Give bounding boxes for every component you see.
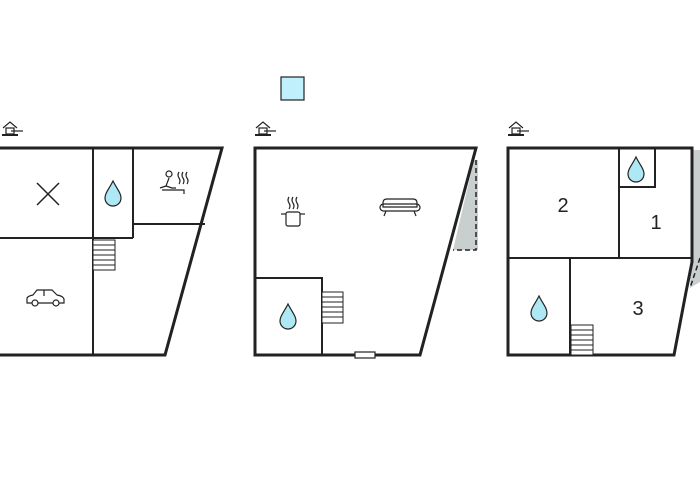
- water-drop-icon: [104, 179, 122, 207]
- stairs-icon: [570, 324, 594, 356]
- stairs-icon: [92, 239, 116, 271]
- x-mark-icon: [36, 182, 60, 206]
- house-entrance-icon: [508, 121, 529, 136]
- room-label: 2: [557, 195, 568, 217]
- house-entrance-icon: [2, 121, 23, 136]
- car-icon: [26, 289, 65, 307]
- stairs-icon: [321, 291, 344, 324]
- sauna-icon: [159, 170, 189, 194]
- floorplan-1: [0, 146, 224, 357]
- water-drop-icon: [279, 302, 297, 330]
- balcony-area: [453, 160, 478, 250]
- room-label: 3: [632, 298, 643, 320]
- house-entrance-icon: [255, 121, 276, 136]
- sofa-icon: [379, 198, 421, 217]
- water-drop-icon: [530, 294, 548, 322]
- floorplan-3: 2 1 3: [506, 146, 700, 357]
- floorplan-2: [253, 146, 478, 359]
- room-label: 1: [650, 212, 661, 234]
- window-icon: [354, 351, 376, 359]
- cooking-pot-icon: [281, 196, 305, 227]
- water-drop-icon: [627, 155, 645, 183]
- pool-square-icon: [280, 76, 305, 101]
